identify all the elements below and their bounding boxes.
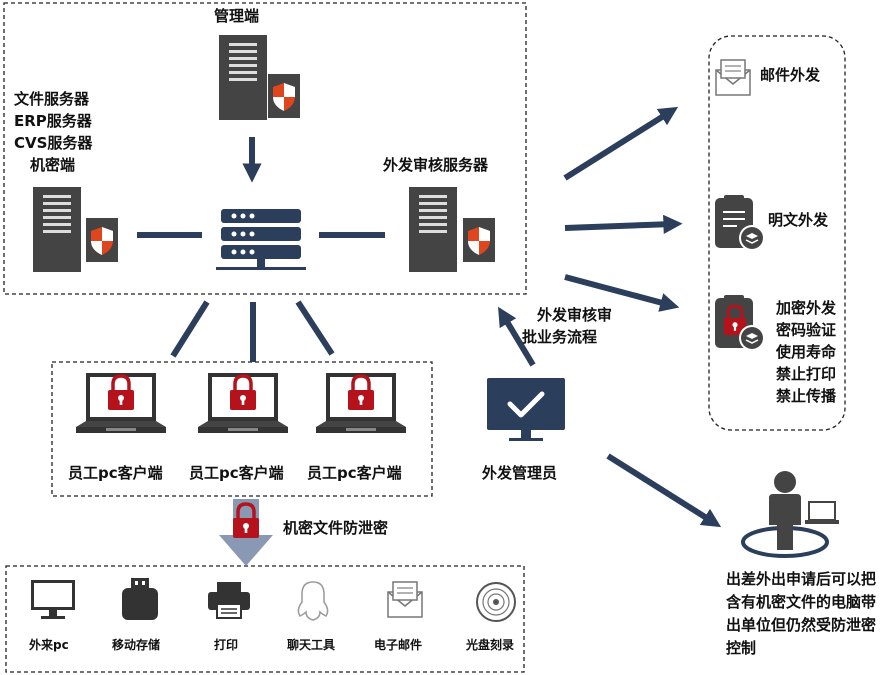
client-label-1: 员工pc客户端 bbox=[68, 464, 163, 482]
channel-label-disc: 光盘刻录 bbox=[466, 638, 515, 652]
approval-flow-line-1: 外发审核审 bbox=[537, 306, 613, 324]
usb-storage-icon bbox=[122, 578, 158, 620]
client-laptop-icon-1 bbox=[76, 373, 166, 433]
external-pc-icon bbox=[31, 580, 75, 619]
channel-label-chat: 聊天工具 bbox=[287, 638, 336, 652]
password-verify-label: 密码验证 bbox=[776, 321, 837, 339]
travel-note-line-2: 含有机密文件的电脑带 bbox=[726, 593, 877, 611]
admin-label: 外发管理员 bbox=[482, 464, 558, 482]
arrow-approval bbox=[498, 306, 536, 367]
traveler-icon bbox=[741, 471, 839, 558]
link-client-3 bbox=[295, 300, 335, 356]
link-client-1 bbox=[170, 300, 210, 358]
travel-note-line-1: 出差外出申请后可以把 bbox=[726, 570, 877, 588]
email-outbound-icon bbox=[715, 59, 751, 96]
management-label: 管理端 bbox=[214, 7, 260, 25]
channel-label-usb: 移动存储 bbox=[112, 638, 161, 652]
outbound-group bbox=[708, 35, 846, 431]
plaintext-outbound-label: 明文外发 bbox=[768, 211, 829, 229]
confidential-end-label: 机密端 bbox=[30, 156, 76, 174]
email-outbound-label: 邮件外发 bbox=[760, 66, 821, 84]
admin-monitor-icon bbox=[487, 378, 565, 441]
encrypted-outbound-icon bbox=[715, 295, 765, 351]
client-label-2: 员工pc客户端 bbox=[189, 464, 284, 482]
audit-server-icon bbox=[409, 187, 495, 272]
travel-note-line-3: 出单位但仍然受防泄密 bbox=[726, 616, 877, 634]
encrypted-outbound-label: 加密外发 bbox=[776, 299, 837, 317]
leak-prevention-label: 机密文件防泄密 bbox=[283, 519, 389, 537]
disc-burning-icon bbox=[476, 582, 516, 622]
cvs-server-label: CVS服务器 bbox=[14, 134, 93, 152]
erp-server-label: ERP服务器 bbox=[14, 112, 92, 130]
channel-label-print: 打印 bbox=[214, 638, 239, 652]
arrow-email bbox=[563, 106, 679, 181]
client-label-3: 员工pc客户端 bbox=[307, 464, 402, 482]
arrow-encrypted bbox=[564, 274, 680, 312]
clients-group bbox=[51, 361, 433, 497]
switch-icon bbox=[216, 209, 306, 270]
arrow-travel bbox=[606, 453, 722, 528]
internal-network-group bbox=[3, 2, 527, 295]
audit-server-label: 外发审核服务器 bbox=[383, 156, 489, 174]
printer-icon bbox=[208, 582, 250, 619]
leak-prevention-arrow bbox=[219, 499, 273, 566]
channel-label-external-pc: 外来pc bbox=[29, 638, 69, 652]
usage-lifetime-label: 使用寿命 bbox=[776, 343, 837, 361]
travel-note-line-4: 控制 bbox=[726, 639, 757, 657]
client-laptop-icon-2 bbox=[198, 373, 288, 433]
file-server-label: 文件服务器 bbox=[14, 90, 90, 108]
approval-flow-line-2: 批业务流程 bbox=[522, 328, 598, 346]
email-channel-icon bbox=[387, 581, 423, 618]
arrow-plaintext bbox=[564, 214, 683, 234]
client-laptop-icon-3 bbox=[316, 373, 406, 433]
channel-label-email: 电子邮件 bbox=[374, 638, 423, 652]
no-spread-label: 禁止传播 bbox=[776, 387, 837, 405]
file-server-icon bbox=[33, 187, 118, 272]
chat-tool-icon bbox=[297, 581, 329, 621]
blocked-channels-group bbox=[5, 565, 525, 673]
no-print-label: 禁止打印 bbox=[776, 365, 837, 383]
management-server-icon bbox=[219, 35, 300, 120]
plaintext-outbound-icon bbox=[715, 195, 765, 251]
